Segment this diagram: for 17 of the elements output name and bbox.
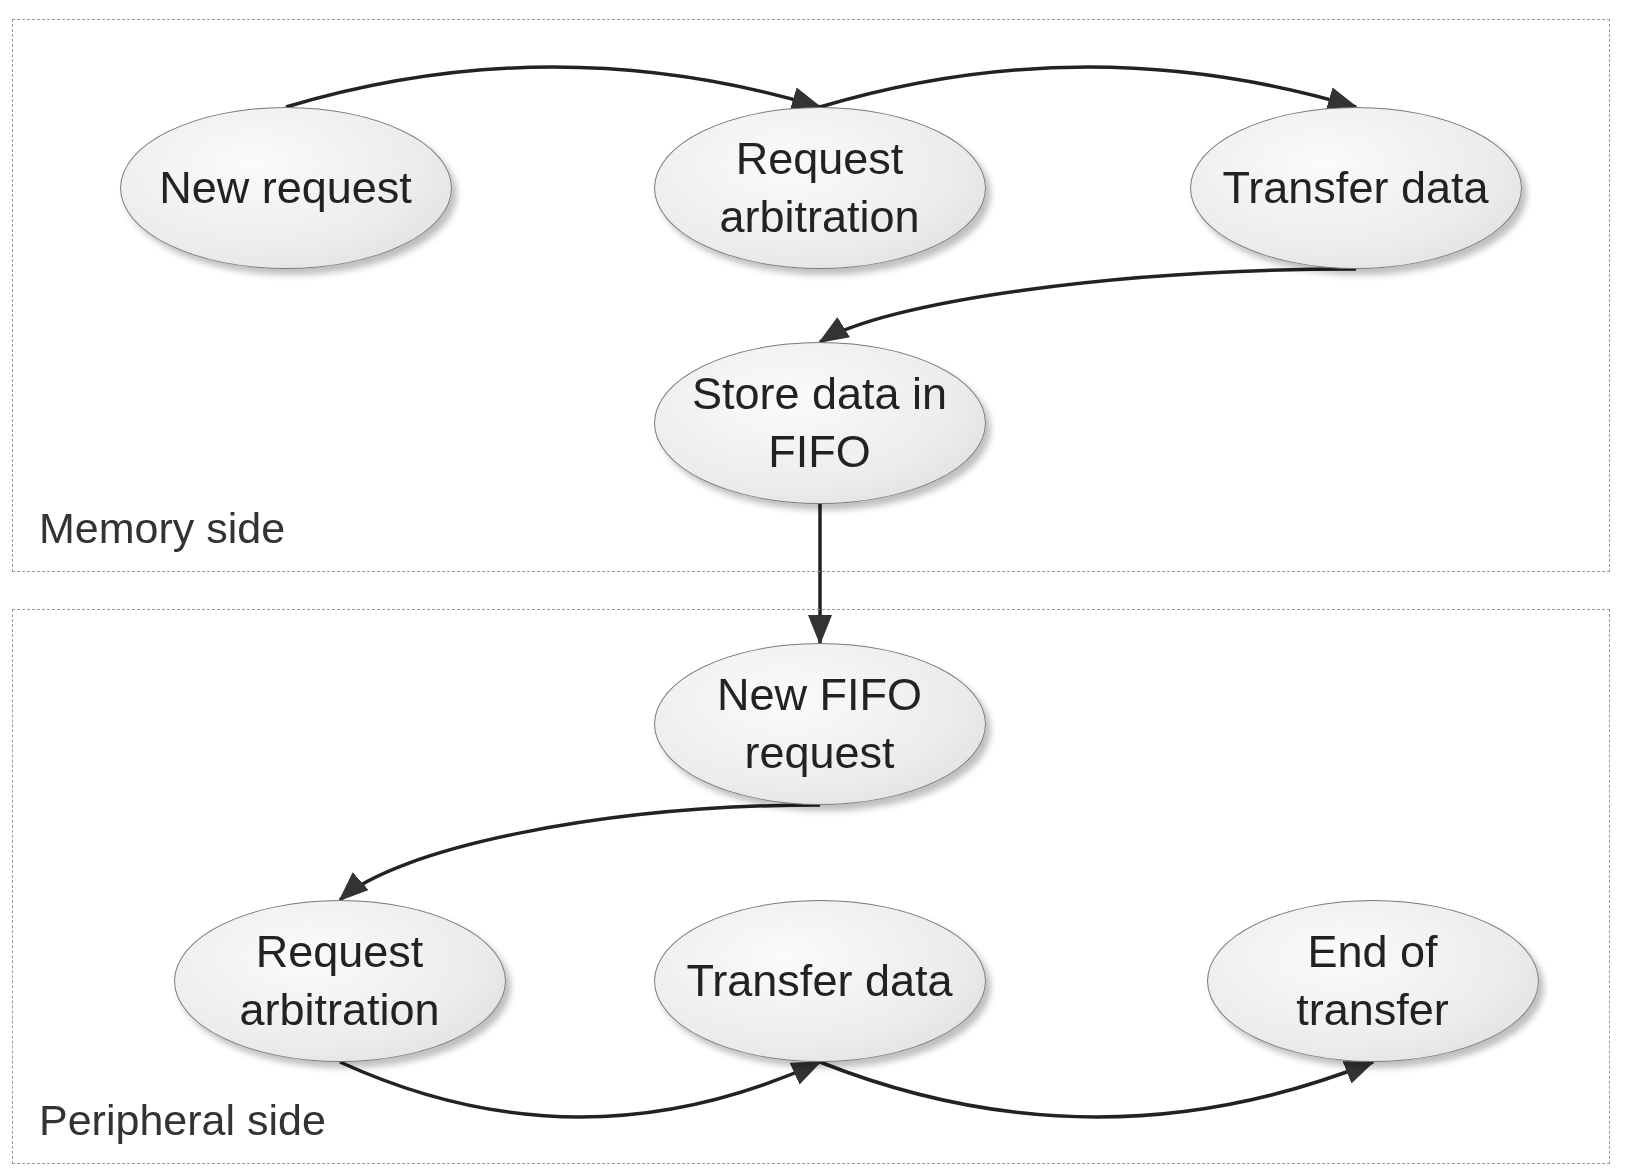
arrow [819, 1060, 1375, 1119]
dashed-region [12, 609, 1610, 1164]
region-label: Peripheral side [39, 1096, 326, 1145]
arrow [339, 1060, 822, 1119]
node-label: New FIFO request [716, 667, 923, 780]
node-label: End of transfer [1295, 924, 1450, 1037]
node-label: Transfer data [685, 953, 954, 1008]
arrow [818, 267, 1356, 344]
arrow [808, 504, 832, 645]
node-label: New request [158, 160, 413, 215]
node-label: Request arbitration [238, 924, 441, 1037]
node-label: Request arbitration [718, 131, 921, 244]
node-label: Store data in FIFO [690, 366, 949, 479]
region-label: Memory side [39, 504, 286, 553]
dashed-region [12, 19, 1610, 572]
node-label: Transfer data [1221, 160, 1490, 215]
arrow [338, 803, 821, 902]
